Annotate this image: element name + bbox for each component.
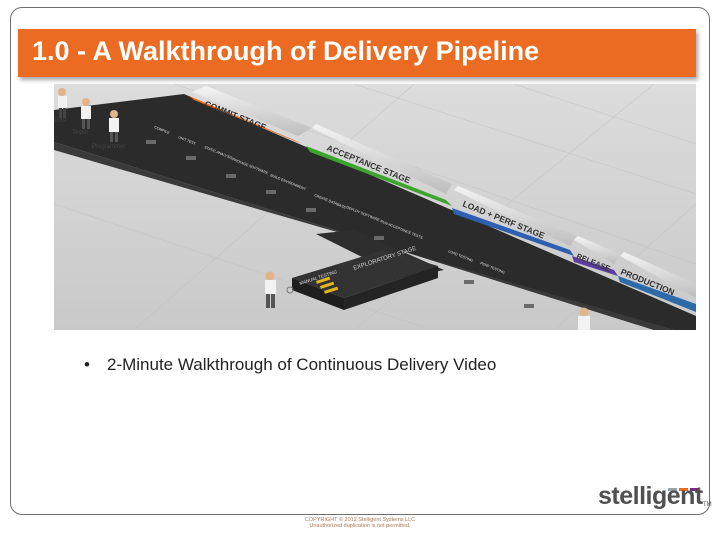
title-bar: 1.0 - A Walkthrough of Delivery Pipeline [18,29,696,77]
stelligent-logo: stelligent TM [598,478,712,512]
pipeline-diagram: EXPLORATORY STAGE MANUAL TESTING COMMIT … [54,84,696,330]
slide-title: 1.0 - A Walkthrough of Delivery Pipeline [32,36,540,66]
person-production [578,307,590,330]
duplication-notice: Unauthorized duplication is not permitte… [309,523,411,529]
role-programmer: Programmer [92,144,125,150]
exploratory-slots [316,276,339,294]
copyright-notice: COPYRIGHT © 2012 Stelligent Systems LLC … [240,517,480,529]
role-tester: Tester [72,130,88,136]
logo-bar-orange [679,488,688,491]
copyright-line: COPYRIGHT © 2012 Stelligent Systems LLC [304,517,416,523]
main-track [54,94,696,330]
logo-trademark: TM [703,502,712,508]
exploratory-stage-front [292,278,344,310]
bullet-text: 2-Minute Walkthrough of Continuous Deliv… [107,355,497,374]
stage-release: RELEASE [572,236,620,276]
bullet-symbol: • [84,355,90,374]
logo-bar-gray [668,488,677,491]
logo-bar-purple [690,488,699,491]
svg-text:COMPILE: COMPILE [154,125,171,135]
exploratory-stage-side [344,266,438,310]
logo-color-bars [668,478,702,491]
person-tester [81,98,91,129]
logo-wordmark: stelligent [598,482,703,510]
role-dba: DBA [54,118,66,124]
track-blocks [146,140,534,308]
role-labels: DBA Tester Programmer [54,118,125,150]
person-explorer [265,271,294,308]
person-programmer [109,110,119,142]
svg-text:UNIT TEST: UNIT TEST [178,135,197,146]
person-dba [58,88,67,118]
